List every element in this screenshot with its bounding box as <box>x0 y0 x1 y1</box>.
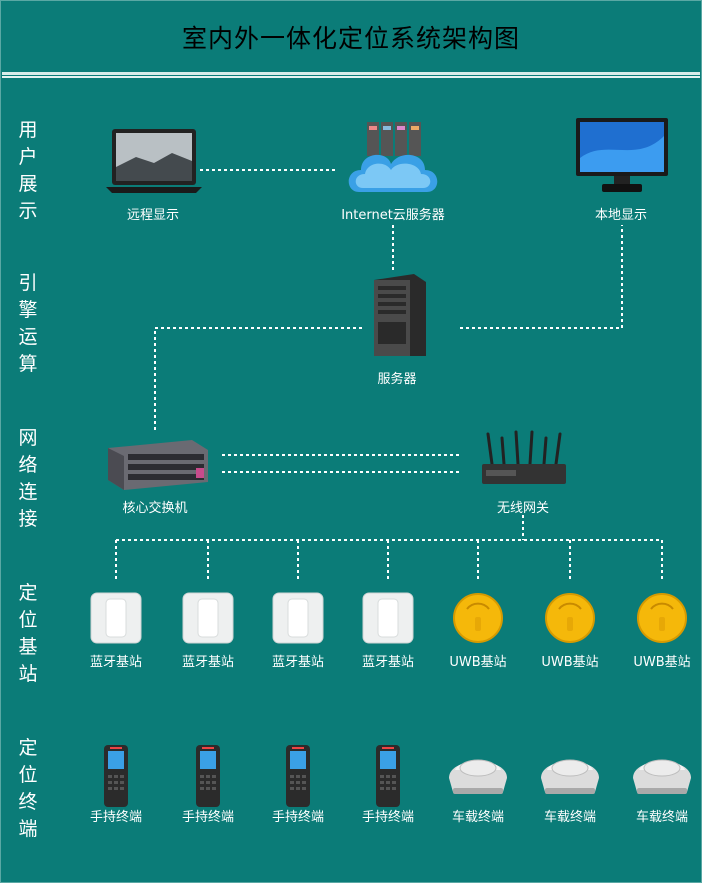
wireless-gateway-icon <box>482 430 566 484</box>
layer-label-station: 定位基站 <box>18 582 38 685</box>
terminal-label: 手持终端 <box>89 810 143 825</box>
handheld-terminal-icon <box>196 745 220 807</box>
station-label: UWB基站 <box>541 655 599 670</box>
terminal-label: 车载终端 <box>543 810 597 825</box>
core-switch-icon <box>108 440 208 490</box>
bluetooth-station-icon <box>182 592 234 644</box>
layer-label-network: 网络连接 <box>18 427 38 530</box>
uwb-station-icon <box>545 593 595 643</box>
handheld-terminal-icon <box>104 745 128 807</box>
terminal-label: 车载终端 <box>451 810 505 825</box>
cloud-server-icon <box>348 122 438 192</box>
terminal-label: 手持终端 <box>271 810 325 825</box>
wireless-gateway-label: 无线网关 <box>496 501 550 516</box>
title-divider <box>2 76 700 78</box>
core-switch-label: 核心交换机 <box>122 501 188 516</box>
uwb-station-icon <box>453 593 503 643</box>
station-label: UWB基站 <box>449 655 507 670</box>
station-label: 蓝牙基站 <box>271 655 325 670</box>
server-label: 服务器 <box>377 372 417 387</box>
cloud-server-label: Internet云服务器 <box>341 208 445 223</box>
vehicle-terminal-icon <box>633 759 691 794</box>
handheld-terminal-icon <box>286 745 310 807</box>
station-label: 蓝牙基站 <box>361 655 415 670</box>
vehicle-terminal-icon <box>449 759 507 794</box>
server-icon <box>374 274 426 356</box>
remote-display-label: 远程显示 <box>126 208 180 223</box>
page-title: 室内外一体化定位系统架构图 <box>181 24 520 53</box>
uwb-station-icon <box>637 593 687 643</box>
bluetooth-station-icon <box>272 592 324 644</box>
title-bar: 室内外一体化定位系统架构图 <box>2 2 700 75</box>
laptop-icon <box>106 129 202 193</box>
bluetooth-station-icon <box>90 592 142 644</box>
station-label: UWB基站 <box>633 655 691 670</box>
layer-label-display: 用户展示 <box>18 119 38 222</box>
terminal-label: 车载终端 <box>635 810 689 825</box>
monitor-icon <box>576 118 668 192</box>
vehicle-terminal-icon <box>541 759 599 794</box>
terminal-label: 手持终端 <box>361 810 415 825</box>
layer-label-terminal: 定位终端 <box>18 737 38 840</box>
bluetooth-station-icon <box>362 592 414 644</box>
local-display-label: 本地显示 <box>594 208 648 223</box>
handheld-terminal-icon <box>376 745 400 807</box>
station-label: 蓝牙基站 <box>181 655 235 670</box>
layer-label-engine: 引擎运算 <box>18 272 38 375</box>
terminal-label: 手持终端 <box>181 810 235 825</box>
station-label: 蓝牙基站 <box>89 655 143 670</box>
